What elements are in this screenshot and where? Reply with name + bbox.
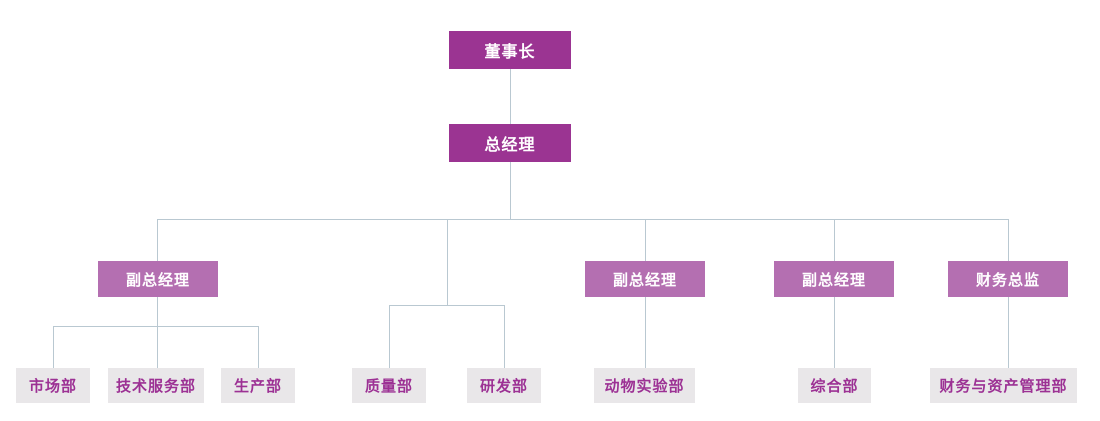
connector-split1-production bbox=[258, 326, 259, 368]
node-finance-director: 财务总监 bbox=[948, 261, 1068, 297]
node-animal-lab: 动物实验部 bbox=[594, 368, 695, 403]
node-rnd: 研发部 bbox=[467, 368, 541, 403]
node-tech-service: 技术服务部 bbox=[108, 368, 204, 403]
connector-finance-director-stem bbox=[1008, 297, 1009, 368]
node-marketing: 市场部 bbox=[16, 368, 90, 403]
node-general-affairs-label: 综合部 bbox=[810, 378, 859, 395]
connector-deputy-gm-2-stem bbox=[645, 297, 646, 368]
node-tech-service-label: 技术服务部 bbox=[115, 378, 196, 395]
node-finance-director-label: 财务总监 bbox=[975, 271, 1040, 289]
node-animal-lab-label: 动物实验部 bbox=[604, 378, 685, 395]
connector-mid-split bbox=[389, 305, 504, 306]
connector-bus-mid-branch bbox=[447, 219, 448, 305]
connector-mid-rnd bbox=[504, 305, 505, 368]
node-quality-label: 质量部 bbox=[364, 378, 413, 395]
node-finance-asset-label: 财务与资产管理部 bbox=[939, 378, 1068, 395]
connector-bus-deputy-gm-2 bbox=[645, 219, 646, 261]
connector-deputy-gm-1-stem bbox=[157, 297, 158, 368]
connector-deputy-gm-3-stem bbox=[834, 297, 835, 368]
node-deputy-gm-2-label: 副总经理 bbox=[612, 271, 677, 289]
node-general-manager: 总经理 bbox=[449, 124, 571, 162]
connector-bus-finance-director bbox=[1008, 219, 1009, 261]
connector-bus-deputy-gm-3 bbox=[834, 219, 835, 261]
connector-chairman-gm bbox=[510, 69, 511, 124]
connector-split1-marketing bbox=[53, 326, 54, 368]
node-chairman-label: 董事长 bbox=[484, 44, 536, 61]
node-general-manager-label: 总经理 bbox=[484, 137, 536, 154]
node-production: 生产部 bbox=[221, 368, 295, 403]
connector-bus bbox=[157, 219, 1009, 220]
node-general-affairs: 综合部 bbox=[798, 368, 871, 403]
node-deputy-gm-1: 副总经理 bbox=[98, 261, 218, 297]
node-finance-asset: 财务与资产管理部 bbox=[930, 368, 1077, 403]
node-chairman: 董事长 bbox=[449, 31, 571, 69]
node-deputy-gm-2: 副总经理 bbox=[585, 261, 705, 297]
node-deputy-gm-3-label: 副总经理 bbox=[801, 271, 866, 289]
connector-gm-bus bbox=[510, 162, 511, 219]
connector-mid-quality bbox=[389, 305, 390, 368]
node-quality: 质量部 bbox=[352, 368, 426, 403]
node-deputy-gm-1-label: 副总经理 bbox=[125, 271, 190, 289]
connector-deputy-gm-1-split bbox=[53, 326, 258, 327]
node-marketing-label: 市场部 bbox=[28, 378, 77, 395]
node-rnd-label: 研发部 bbox=[479, 378, 528, 395]
connector-bus-deputy-gm-1 bbox=[157, 219, 158, 261]
node-production-label: 生产部 bbox=[233, 378, 282, 395]
node-deputy-gm-3: 副总经理 bbox=[774, 261, 894, 297]
